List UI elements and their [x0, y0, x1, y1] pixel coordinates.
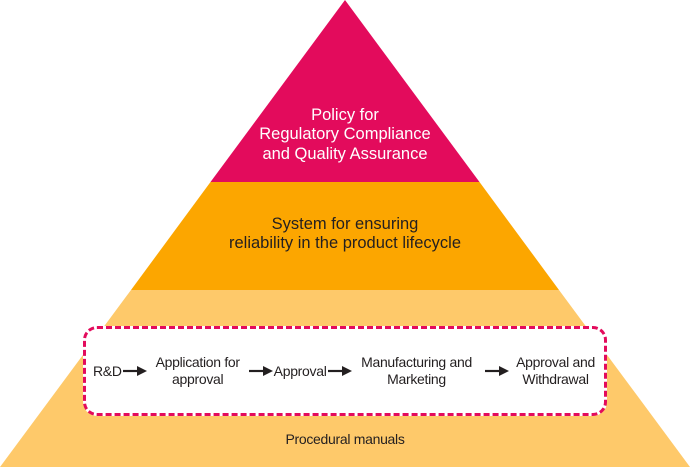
top-tier-line-1: Policy for — [311, 106, 379, 124]
middle-tier-line-1: System for ensuring — [271, 215, 419, 233]
middle-tier-line-2: reliability in the product lifecycle — [228, 234, 462, 253]
flow-step-approval: Approval — [274, 363, 327, 380]
flow-step-application-line-1: Application for — [155, 354, 241, 371]
flow-step-rd: R&D — [93, 363, 122, 380]
top-tier-line-2: Regulatory Compliance — [259, 125, 431, 144]
process-flow-box: R&D Application for approval Approval Ma… — [83, 326, 607, 416]
process-flow: R&D Application for approval Approval Ma… — [86, 329, 604, 413]
flow-step-application-line-2: approval — [172, 371, 224, 387]
flow-step-approval-text: Approval — [273, 362, 327, 379]
middle-tier-label: System for ensuring reliability in the p… — [160, 215, 530, 254]
right-arrow-icon — [327, 366, 352, 376]
flow-step-manufacturing: Manufacturing and Marketing — [353, 354, 481, 388]
flow-step-manufacturing-line-2: Marketing — [387, 371, 446, 387]
flow-step-rd-text: R&D — [93, 362, 122, 379]
right-arrow-icon — [248, 366, 273, 376]
right-arrow-icon — [122, 366, 147, 376]
flow-step-application: Application for approval — [148, 354, 248, 388]
right-arrow-icon — [484, 366, 509, 376]
pyramid-middle-tier — [131, 182, 559, 290]
base-tier-label: Procedural manuals — [285, 431, 405, 447]
top-tier-label: Policy for Regulatory Compliance and Qua… — [195, 106, 495, 164]
flow-step-manufacturing-line-1: Manufacturing and — [361, 354, 472, 371]
flow-step-withdrawal-line-1: Approval and — [516, 354, 595, 371]
top-tier-line-3: and Quality Assurance — [262, 144, 428, 163]
flow-step-withdrawal: Approval and Withdrawal — [510, 354, 602, 388]
flow-step-withdrawal-line-2: Withdrawal — [522, 371, 589, 387]
pyramid-top-tier — [210, 0, 480, 182]
